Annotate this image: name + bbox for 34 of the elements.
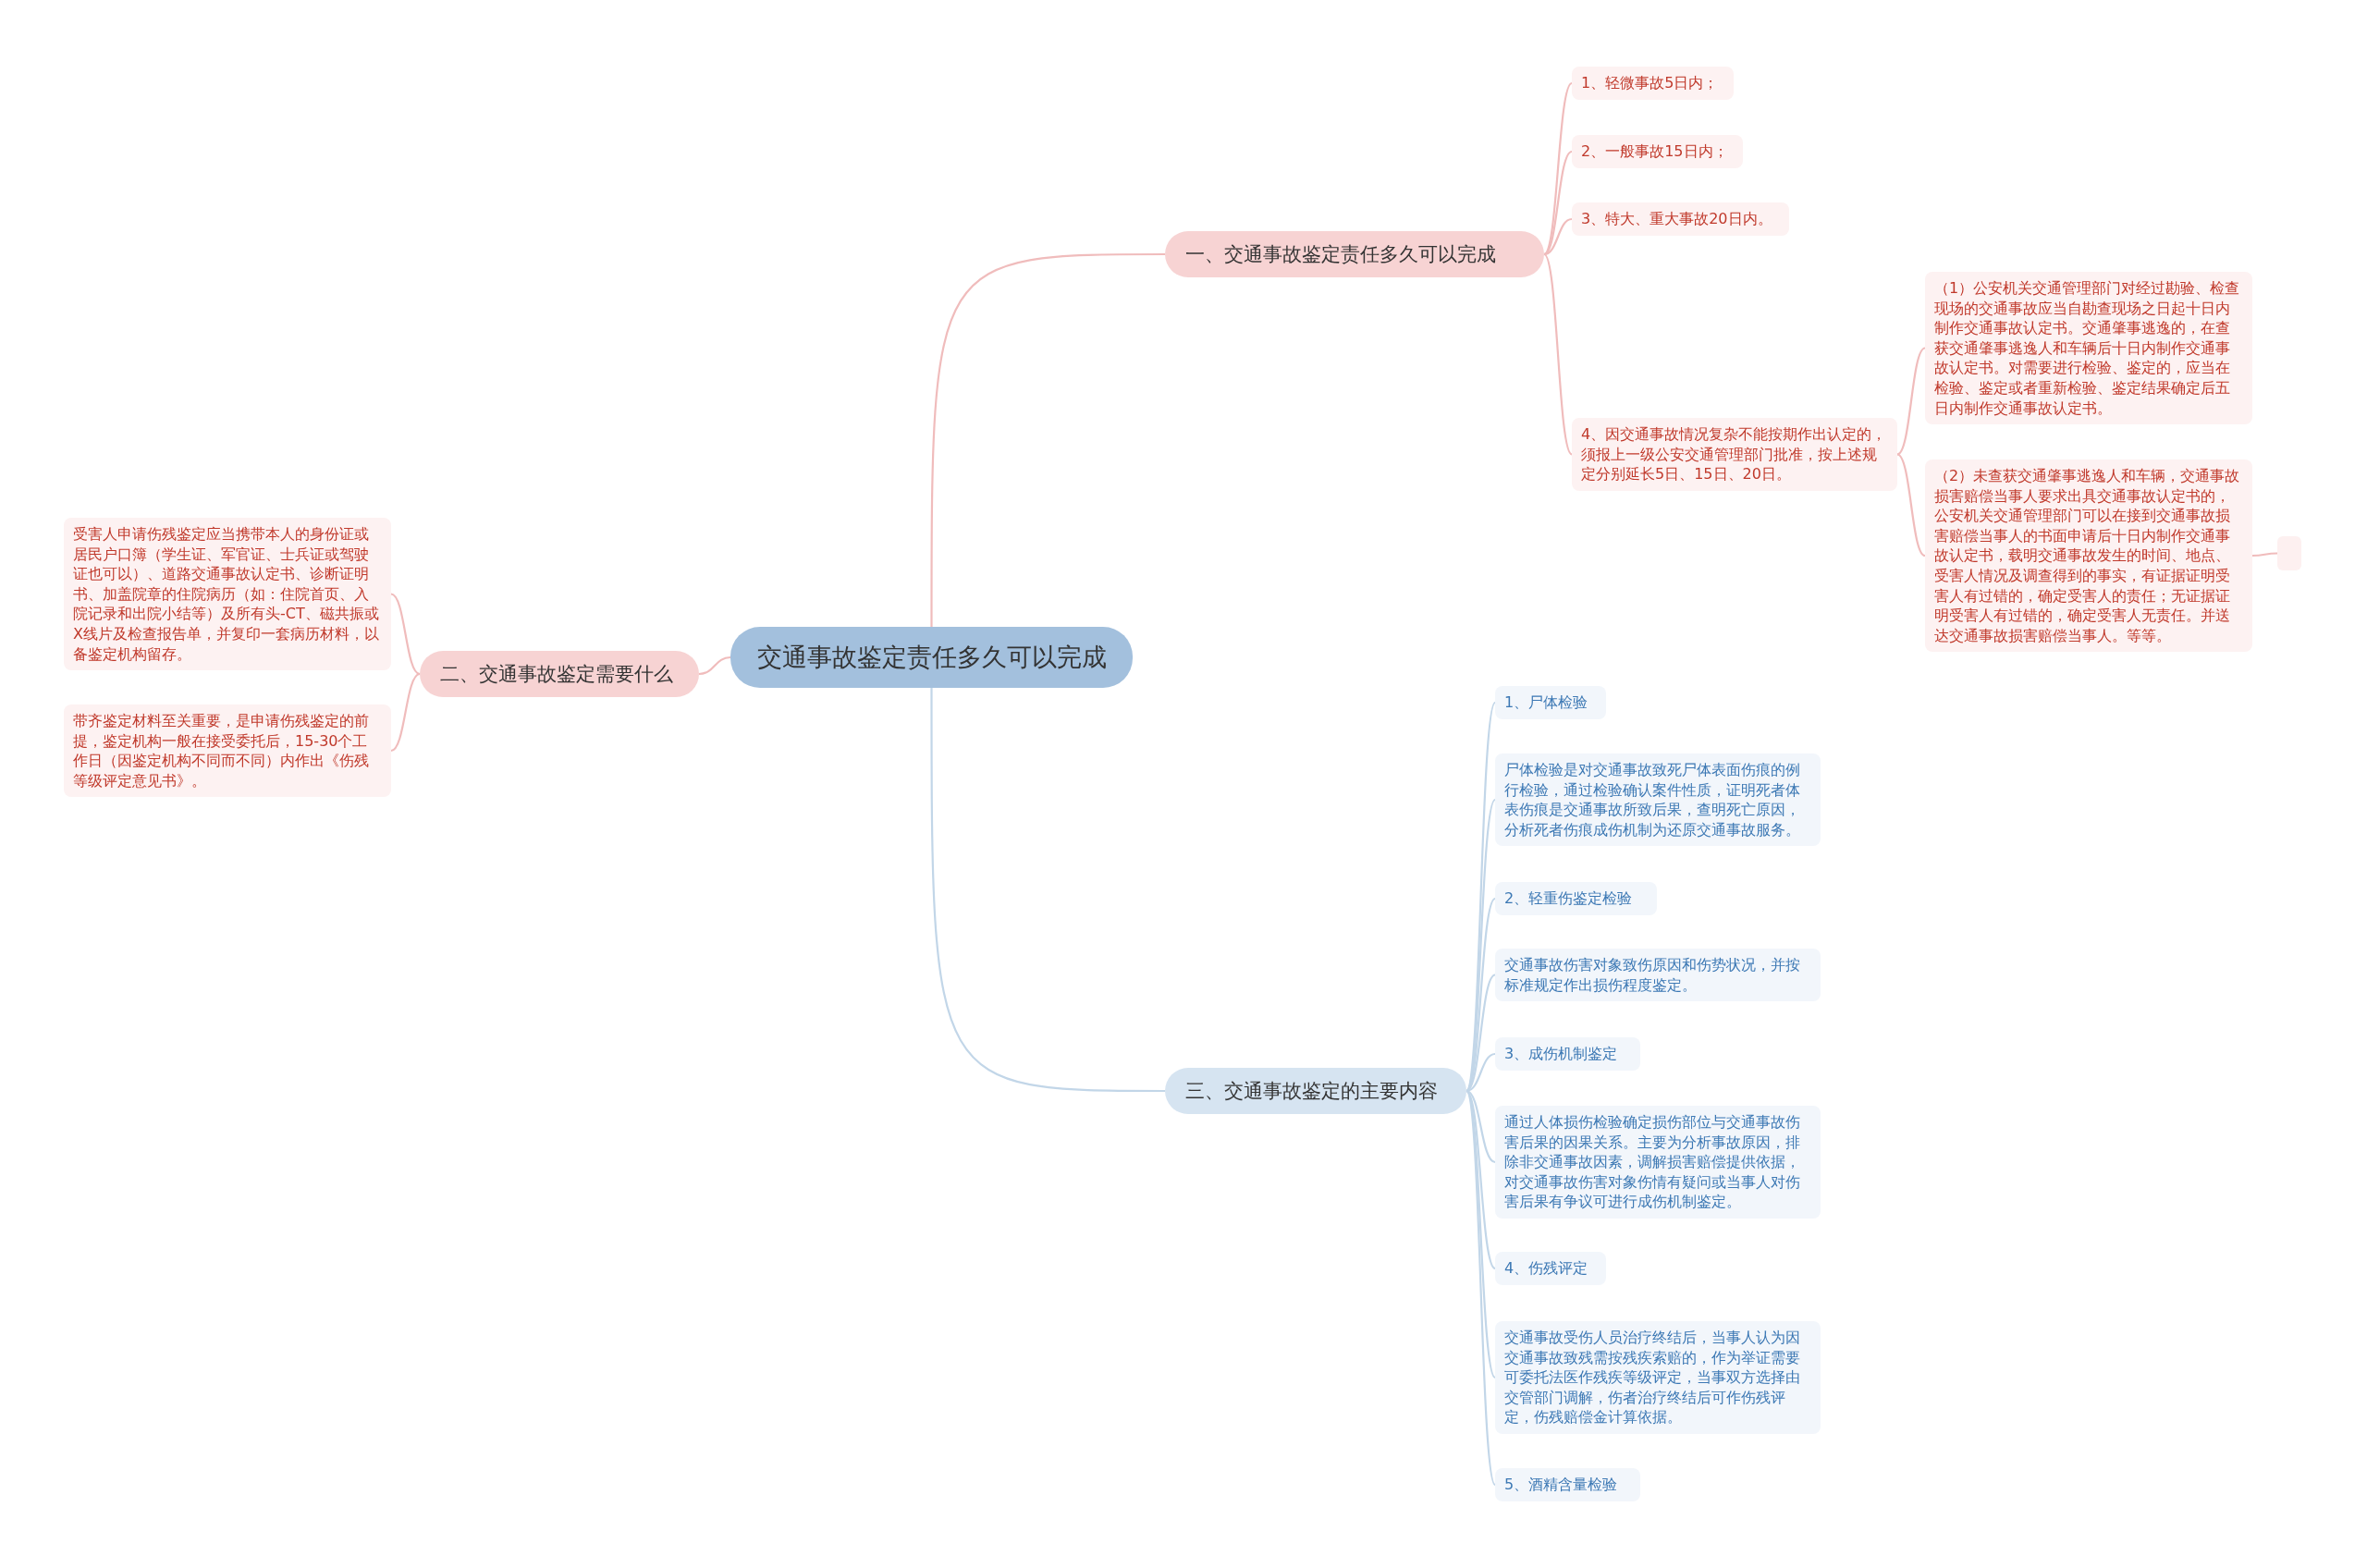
note-card: 交通事故受伤人员治疗终结后，当事人认为因交通事故致残需按残疾索赔的，作为举证需要可委托法医作残疾等级评定，当事双方选择由交管部门调解，伤者治疗终结后可作伤残评定，伤残赔偿金计算依据。 (1495, 1321, 1821, 1434)
branch-topic: 三、交通事故鉴定的主要内容 (1165, 1068, 1466, 1115)
subtopic: 2、轻重伤鉴定检验 (1495, 882, 1657, 915)
subtopic: 1、轻微事故5日内； (1572, 67, 1734, 100)
connector (390, 673, 421, 752)
connector (390, 593, 421, 675)
subtopic: 4、伤残评定 (1495, 1252, 1606, 1285)
connector (1896, 347, 1926, 456)
subtopic: 3、特大、重大事故20日内。 (1572, 202, 1789, 236)
subtopic: 3、成伤机制鉴定 (1495, 1037, 1640, 1071)
note-card: 尸体检验是对交通事故致死尸体表面伤痕的例行检验，通过检验确认案件性质，证明死者体表伤痕是交通事故所致后果，查明死亡原因，分析死者伤痕成伤机制为还原交通事故服务。 (1495, 753, 1821, 847)
connector (2252, 552, 2277, 557)
note-card: （2）未查获交通肇事逃逸人和车辆，交通事故损害赔偿当事人要求出具交通事故认定书的，公安机关交通管理部门可以在接到交通事故损害赔偿当事人的书面申请后十日内制作交通事故认定书，载明交通事故发生的时间、地点、受害人情况及调查得到的事实，有证据证明受害人有过错的，确定受害人的责任；无证据证明受害人有过错的，确定受害人无责任。并送达交通事故损害赔偿当事人。等等。 (1925, 459, 2252, 653)
note-card: 带齐鉴定材料至关重要，是申请伤残鉴定的前提，鉴定机构一般在接受委托后，15-30个工作日（因鉴定机构不同而不同）内作出《伤残等级评定意见书》。 (64, 704, 391, 798)
connector (930, 252, 1165, 627)
central-topic: 交通事故鉴定责任多久可以完成 (730, 627, 1133, 688)
subtopic: 2、一般事故15日内； (1572, 135, 1743, 168)
connector (930, 688, 1165, 1093)
branch-topic: 二、交通事故鉴定需要什么 (420, 651, 699, 698)
connector (1896, 453, 1926, 557)
connector (1543, 253, 1573, 456)
connector (1466, 1090, 1496, 1486)
connector (698, 655, 731, 676)
subtopic: 1、尸体检验 (1495, 686, 1606, 719)
note-card: （1）公安机关交通管理部门对经过勘验、检查现场的交通事故应当自勘查现场之日起十日内制作交通事故认定书。交通肇事逃逸的，在查获交通肇事逃逸人和车辆后十日内制作交通事故认定书。对需要进行检验、鉴定的，应当在检验、鉴定或者重新检验、鉴定结果确定后五日内制作交通事故认定书。 (1925, 272, 2252, 425)
note-card: 交通事故伤害对象致伤原因和伤势状况，并按标准规定作出损伤程度鉴定。 (1495, 949, 1821, 1002)
connector (1466, 1090, 1496, 1378)
subtopic: 5、酒精含量检验 (1495, 1468, 1640, 1501)
branch-topic: 一、交通事故鉴定责任多久可以完成 (1165, 231, 1544, 278)
connector (1543, 217, 1573, 256)
note-card: 通过人体损伤检验确定损伤部位与交通事故伤害后果的因果关系。主要为分析事故原因，排除非交通事故因素，调解损害赔偿提供依据，对交通事故伤害对象伤情有疑问或当事人对伤害后果有争议可进行成伤机制鉴定。 (1495, 1106, 1821, 1219)
empty-box (2277, 536, 2301, 570)
note-card: 4、因交通事故情况复杂不能按期作出认定的，须报上一级公安交通管理部门批准，按上述规定分别延长5日、15日、20日。 (1572, 418, 1897, 491)
note-card: 受害人申请伤残鉴定应当携带本人的身份证或居民户口簿（学生证、军官证、士兵证或驾驶证也可以）、道路交通事故认定书、诊断证明书、加盖院章的住院病历（如：住院首页、入院记录和出院小结等）及所有头-CT、磁共振或X线片及检查报告单，并复印一套病历材料，以备鉴定机构留存。 (64, 518, 391, 671)
